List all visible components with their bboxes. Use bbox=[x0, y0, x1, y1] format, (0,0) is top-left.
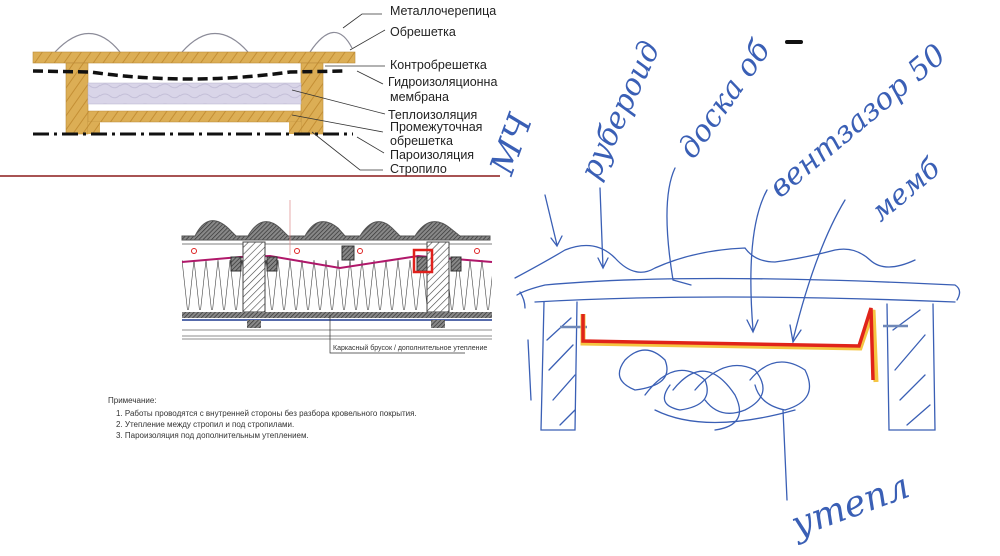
note-item: 1. Работы проводятся с внутренней сторон… bbox=[116, 409, 417, 418]
label-insulation: Теплоизоляция bbox=[388, 108, 478, 122]
label-membrane-line2: мембрана bbox=[390, 90, 449, 104]
roof-layers-illustration bbox=[0, 13, 500, 177]
sketch-drawing bbox=[514, 40, 961, 501]
notes-title: Примечание: bbox=[108, 396, 157, 405]
tile-arc bbox=[54, 32, 121, 53]
label-counter-batten: Контробрешетка bbox=[390, 58, 487, 72]
roof-layers-diagram: Металлочерепица Обрешетка Контробрешетка… bbox=[0, 0, 510, 180]
note-item: 2. Утепление между стропил и под стропил… bbox=[116, 420, 295, 429]
technical-section-illustration bbox=[181, 200, 493, 354]
label-membrane-line1: Гидроизоляционна bbox=[388, 75, 498, 89]
highlight-box bbox=[412, 248, 434, 274]
label-batten: Обрешетка bbox=[390, 25, 456, 39]
section-caption: Каркасный брусок / дополнительное утепле… bbox=[333, 345, 488, 352]
label-intermediate-line2: обрешетка bbox=[390, 134, 454, 148]
hand-sketch: МЧ рубероид доска об вентзазор 50 мемб у… bbox=[482, 0, 1000, 556]
notes-block: Примечание: 1. Работы проводятся с внутр… bbox=[108, 395, 428, 441]
label-rafter: Стропило bbox=[390, 162, 447, 176]
label-intermediate-line1: Промежуточная bbox=[390, 120, 483, 134]
red-membrane-line bbox=[581, 307, 875, 381]
label-metal-tile: Металлочерепица bbox=[390, 4, 497, 18]
technical-roof-section: Каркасный брусок / дополнительное утепле… bbox=[170, 200, 500, 370]
label-vapor-barrier: Пароизоляция bbox=[390, 148, 475, 162]
note-item: 3. Пароизоляция под дополнительным утепл… bbox=[116, 431, 309, 440]
